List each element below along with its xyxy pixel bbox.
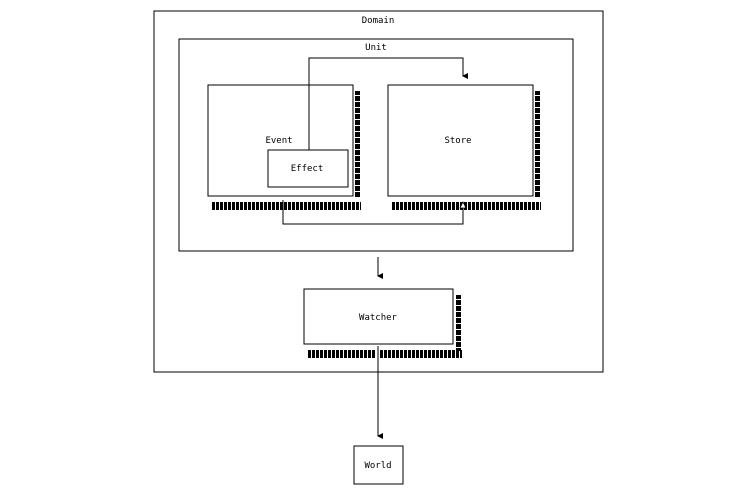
store-label: Store xyxy=(444,136,471,146)
event-label: Event xyxy=(265,136,292,146)
unit-box xyxy=(178,38,574,252)
store-shadow-bottom xyxy=(391,202,541,210)
effect-box xyxy=(267,149,349,188)
connector-event-to-store-bottom xyxy=(282,200,464,225)
watcher-shadow-bottom xyxy=(307,350,462,358)
domain-label: Domain xyxy=(362,16,395,26)
watcher-box xyxy=(303,288,454,345)
store-box xyxy=(387,84,534,197)
watcher-label: Watcher xyxy=(359,313,398,323)
event-shadow-right xyxy=(355,91,360,198)
connector-up-arrow-store xyxy=(459,201,467,209)
event-shadow-bottom xyxy=(211,202,361,210)
connector-event-to-store xyxy=(308,57,468,150)
effect-label: Effect xyxy=(291,164,324,174)
unit-label: Unit xyxy=(365,43,387,53)
store-shadow-right xyxy=(535,91,540,198)
watcher-shadow-right xyxy=(456,295,461,351)
world-box xyxy=(353,445,404,485)
world-label: World xyxy=(364,461,391,471)
